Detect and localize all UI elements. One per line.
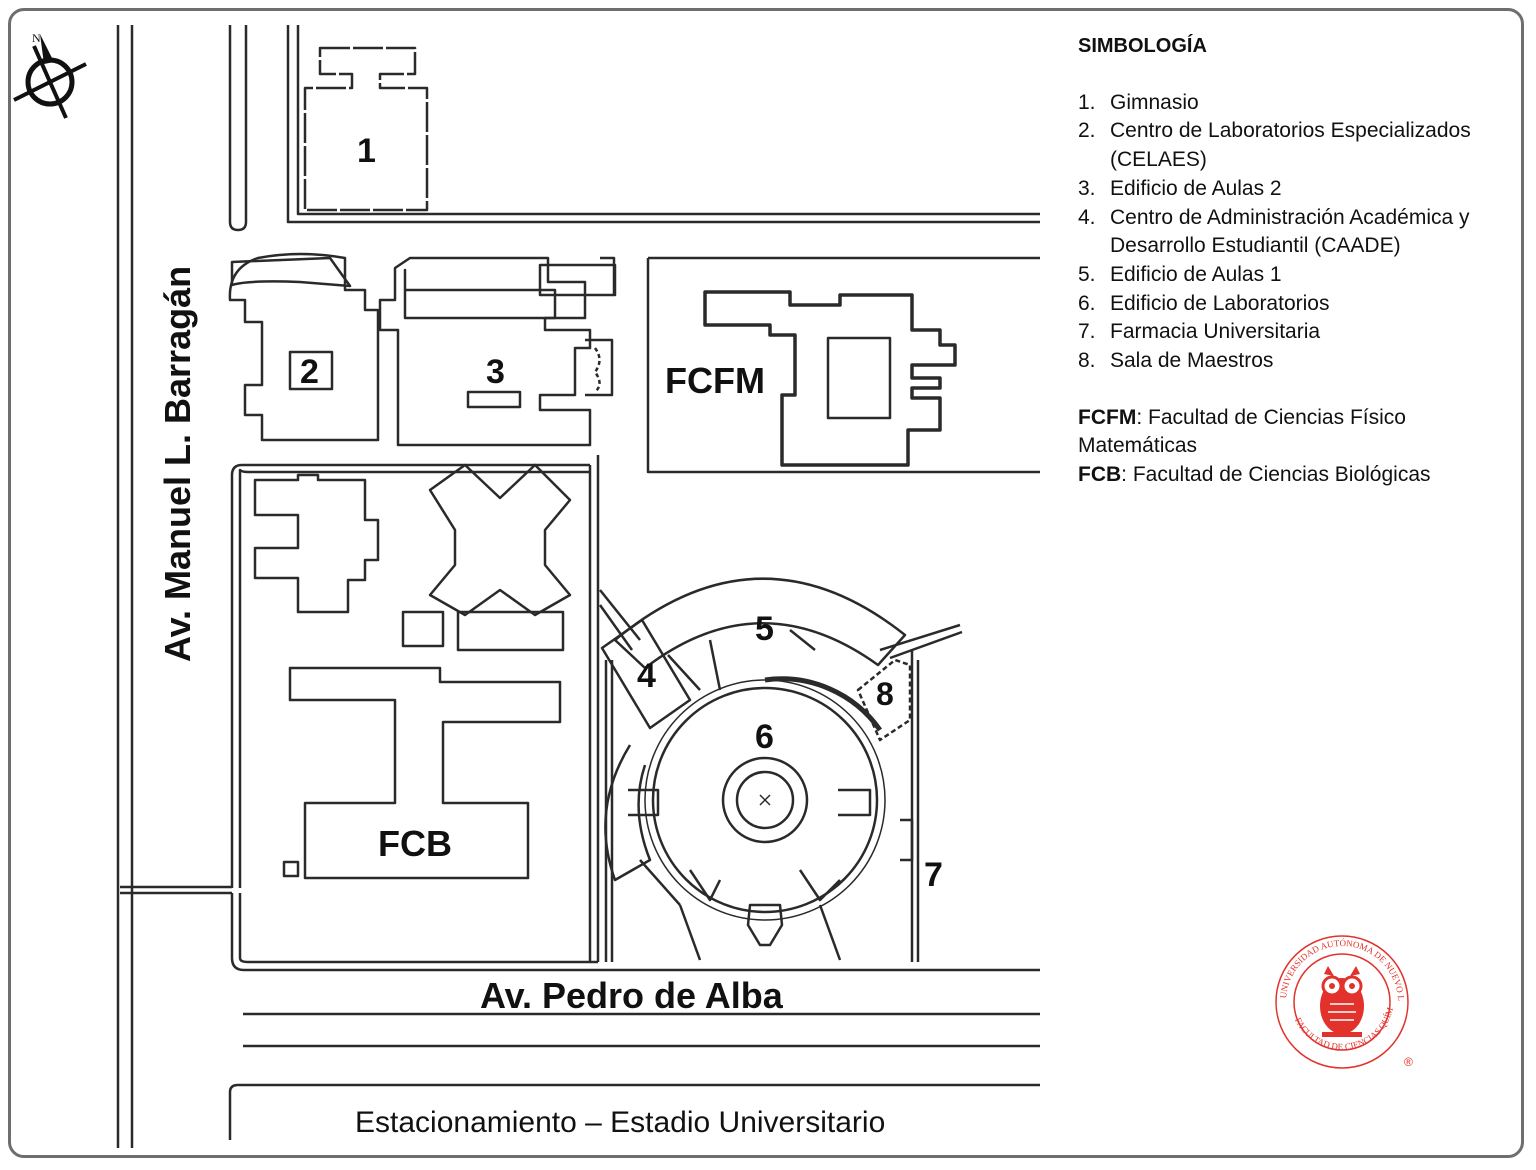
legend-item: 1.Gimnasio (1078, 90, 1199, 114)
parking-label: Estacionamiento – Estadio Universitario (355, 1106, 885, 1139)
owl-seal-icon: UNIVERSIDAD AUTÓNOMA DE NUEVO LEÓN FACUL… (1262, 922, 1413, 1069)
label-building-4: 4 (637, 657, 656, 695)
road-manuel-barragan (116, 25, 134, 1148)
legend-item: 8.Sala de Maestros (1078, 349, 1274, 373)
label-building-1: 1 (357, 132, 376, 170)
building-fcfm (646, 256, 1040, 474)
compass-rose-icon: N (13, 31, 87, 119)
label-fcfm: FCFM (665, 360, 765, 401)
building-2-celaes (228, 252, 380, 442)
road-pedro-de-alba (228, 1012, 1040, 1140)
building-fcb (282, 666, 562, 880)
legend-item: 6.Edificio de Laboratorios (1078, 291, 1330, 315)
owl-icon (1320, 966, 1364, 1037)
legend-item: 2.Centro de Laboratorios Especializados … (1078, 119, 1471, 172)
north-letter: N (32, 31, 41, 45)
building-west-cluster (253, 463, 572, 652)
map-frame (8, 8, 1524, 1158)
legend-list: 1.Gimnasio 2.Centro de Laboratorios Espe… (1078, 89, 1508, 376)
label-building-5: 5 (755, 610, 774, 648)
road-west-connector (120, 885, 232, 895)
label-fcb: FCB (378, 823, 452, 864)
building-5-aulas-1 (613, 577, 907, 691)
registered-mark: ® (1404, 1055, 1413, 1069)
campus-block (230, 455, 1040, 972)
street-label-manuel-barragan: Av. Manuel L. Barragán (157, 266, 198, 662)
road-north-access (228, 25, 1040, 232)
building-8-sala-maestros (856, 658, 912, 742)
building-6-laboratorios (604, 676, 886, 961)
legend-item: 4.Centro de Administración Académica y D… (1078, 205, 1470, 258)
legend-item: 7.Farmacia Universitaria (1078, 320, 1321, 344)
label-building-3: 3 (486, 353, 505, 391)
abbr-fcb: FCB: Facultad de Ciencias Biológicas (1078, 463, 1431, 487)
label-building-6: 6 (755, 718, 774, 756)
label-building-2: 2 (300, 353, 319, 391)
building-7-farmacia (900, 818, 914, 862)
label-building-7: 7 (924, 856, 943, 894)
legend-abbreviations: FCFM: Facultad de Ciencias Físico Matemá… (1078, 404, 1508, 490)
legend: SIMBOLOGÍA 1.Gimnasio 2.Centro de Labora… (1078, 32, 1508, 490)
legend-title: SIMBOLOGÍA (1078, 35, 1207, 57)
owl-feather-lines (1328, 1003, 1356, 1021)
building-1-gimnasio (303, 46, 429, 212)
abbr-fcfm: FCFM: Facultad de Ciencias Físico Matemá… (1078, 405, 1406, 458)
building-3-aulas-2 (378, 256, 617, 447)
street-label-pedro-de-alba: Av. Pedro de Alba (480, 975, 784, 1016)
legend-item: 5.Edificio de Aulas 1 (1078, 262, 1282, 286)
legend-item: 3.Edificio de Aulas 2 (1078, 176, 1282, 200)
label-building-8: 8 (876, 676, 894, 712)
